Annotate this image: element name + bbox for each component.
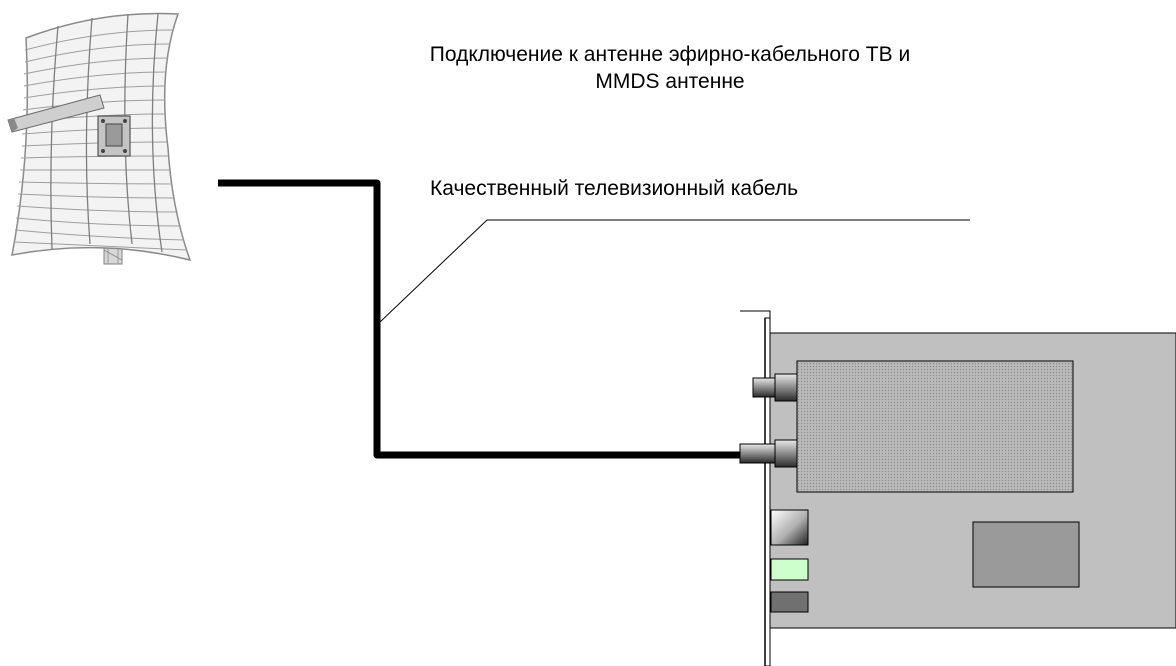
grid-antenna-icon	[7, 12, 192, 265]
diagram-title: Подключение к антенне эфирно-кабельного …	[300, 41, 1040, 95]
tv-cable	[218, 179, 745, 459]
rf-connector-top	[752, 373, 798, 402]
rf-connector-input	[739, 439, 798, 468]
title-line-2: MMDS антенне	[595, 70, 745, 93]
title-line-1: Подключение к антенне эфирно-кабельного …	[429, 43, 911, 66]
pci-tv-tuner-card	[739, 310, 1176, 666]
cable-label-leader	[379, 219, 970, 323]
cable-label: Качественный телевизионный кабель	[430, 177, 799, 200]
